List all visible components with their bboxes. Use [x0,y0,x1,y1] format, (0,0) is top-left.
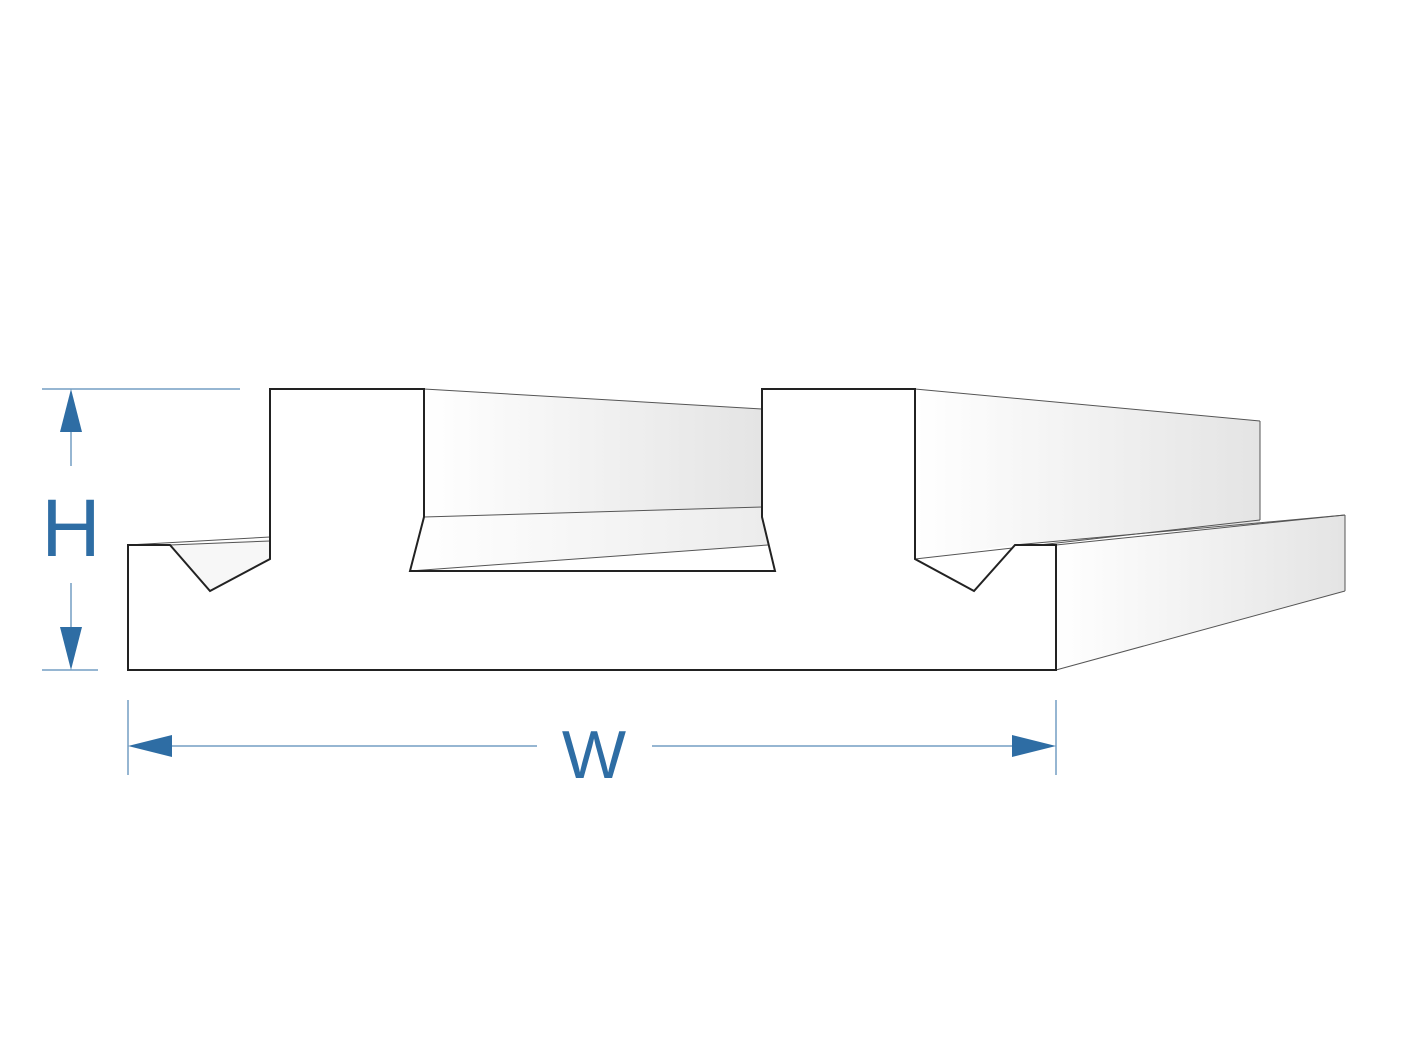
right-ridge-side-face [915,389,1260,559]
depth-faces [170,389,1345,670]
width-dimension: W [127,700,1057,793]
base-end-face [1056,515,1345,670]
left-ridge-side-face [424,389,762,517]
height-arrow-down-icon [60,627,82,670]
height-arrow-up-icon [60,389,82,432]
width-label: W [562,717,626,793]
profile-outline [127,388,1057,671]
left-ledge-face [170,539,270,591]
channel-floor-face [410,507,768,571]
height-label: H [41,483,100,574]
width-arrow-left-icon [128,735,172,757]
depth-edges [127,388,1346,671]
height-dimension: H [41,388,240,671]
width-arrow-right-icon [1012,735,1056,757]
